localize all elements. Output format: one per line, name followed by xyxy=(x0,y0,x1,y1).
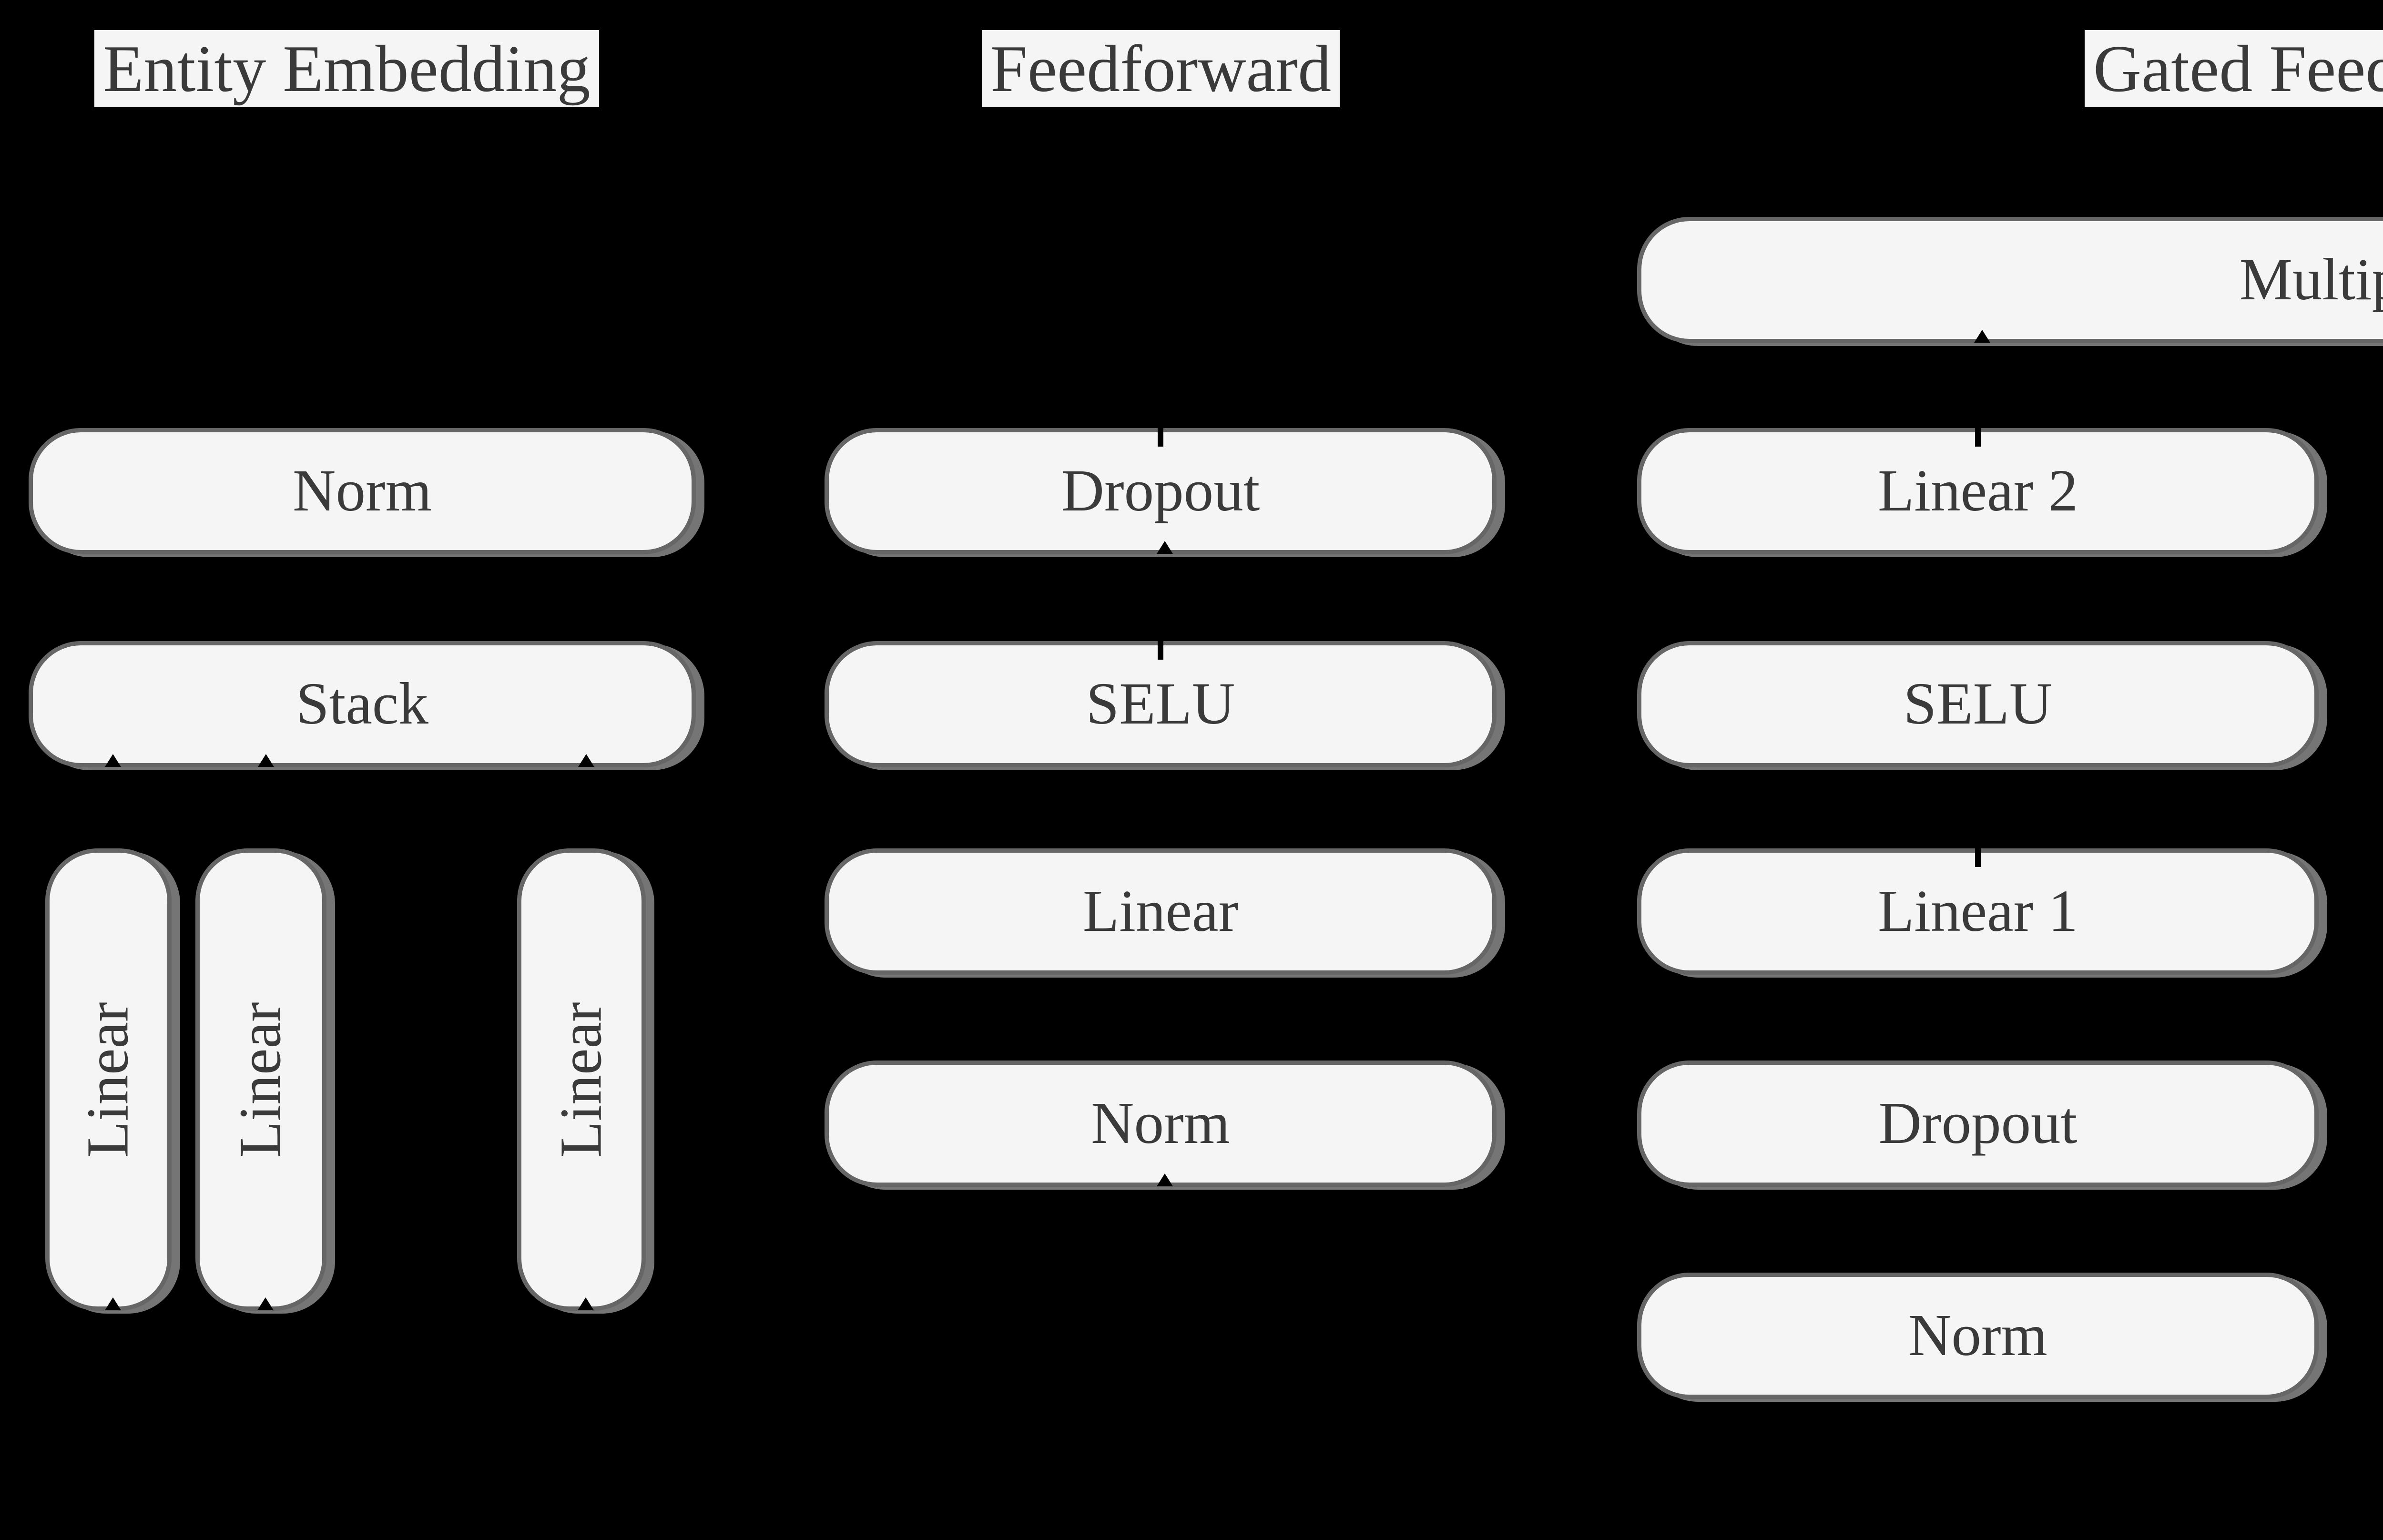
gated-feedforward-node-selu: SELU xyxy=(1637,641,2319,767)
connector-line xyxy=(1159,1187,1162,1540)
entity-embedding-node-norm-label: Norm xyxy=(293,458,432,524)
gated-feedforward-node-norm-label: Norm xyxy=(1908,1303,2047,1368)
entity-embedding-node-linear-a-label: Linear xyxy=(75,1001,142,1158)
gated-feedforward-node-linear-2-label: Linear 2 xyxy=(1878,458,2078,524)
connector-line xyxy=(107,1311,111,1540)
arrowhead-up-icon xyxy=(578,754,594,767)
connector-line xyxy=(1159,0,1162,428)
gated-feedforward-node-norm: Norm xyxy=(1637,1273,2319,1399)
gated-feedforward-node-dropout: Dropout xyxy=(1637,1061,2319,1187)
feedforward-node-selu: SELU xyxy=(825,639,1497,767)
gated-feedforward-node-linear-2: Linear 2 xyxy=(1637,426,2319,554)
gated-feedforward-node-selu-label: SELU xyxy=(1903,671,2053,737)
entity-embedding-title: Entity Embedding xyxy=(94,30,599,107)
connector-stub-icon xyxy=(1158,639,1163,660)
entity-embedding-node-linear-a: Linear xyxy=(45,848,172,1311)
connector-line xyxy=(1976,1187,1980,1273)
connector-line xyxy=(1976,343,1980,428)
feedforward-title: Feedforward xyxy=(982,30,1340,107)
arrowhead-up-icon xyxy=(257,754,274,767)
entity-embedding-node-linear-c: Linear xyxy=(517,848,646,1311)
connector-line xyxy=(2348,0,2352,217)
connector-stub-icon xyxy=(1158,426,1163,447)
arrowhead-up-icon xyxy=(1974,330,1990,343)
connector-line xyxy=(580,1311,583,1540)
feedforward-node-linear: Linear xyxy=(825,848,1497,975)
feedforward-node-linear-label: Linear xyxy=(1082,878,1239,944)
connector-line xyxy=(1159,975,1162,1061)
connector-stub-icon xyxy=(1975,426,1981,447)
feedforward-node-dropout-label: Dropout xyxy=(1061,458,1260,524)
connector-line xyxy=(361,0,364,428)
gated-feedforward-node-multiply: Multiply xyxy=(1637,217,2383,343)
connector-line xyxy=(1976,1399,1980,1540)
connector-line xyxy=(1976,554,1980,641)
arrowhead-up-icon xyxy=(578,1297,594,1310)
gated-feedforward-title: Gated Feedforward xyxy=(2085,30,2383,107)
connector-line xyxy=(260,1311,263,1540)
connector-stub-icon xyxy=(1975,846,1981,867)
connector-line xyxy=(1159,767,1162,848)
arrowhead-up-icon xyxy=(105,754,121,767)
arrowhead-up-icon xyxy=(1157,541,1173,554)
gated-feedforward-node-multiply-label: Multiply xyxy=(2239,247,2383,313)
connector-line xyxy=(260,767,263,848)
feedforward-node-dropout: Dropout xyxy=(825,426,1497,554)
connector-line xyxy=(580,767,583,848)
entity-embedding-node-linear-c-label: Linear xyxy=(548,1001,614,1158)
connector-line xyxy=(361,554,364,641)
feedforward-node-norm-label: Norm xyxy=(1091,1091,1230,1156)
feedforward-node-selu-label: SELU xyxy=(1086,671,1235,737)
connector-line xyxy=(1976,975,1980,1061)
connector-line xyxy=(1159,554,1162,641)
arrowhead-up-icon xyxy=(104,1297,121,1310)
entity-embedding-node-norm: Norm xyxy=(29,428,696,554)
entity-embedding-node-linear-b-label: Linear xyxy=(228,1001,294,1158)
gated-feedforward-node-linear-1-label: Linear 1 xyxy=(1878,878,2078,944)
connector-line xyxy=(107,767,111,848)
feedforward-node-norm: Norm xyxy=(825,1061,1497,1187)
entity-embedding-node-stack-label: Stack xyxy=(296,671,428,737)
gated-feedforward-node-dropout-label: Dropout xyxy=(1878,1091,2077,1156)
entity-embedding-node-linear-b: Linear xyxy=(195,848,326,1311)
arrowhead-up-icon xyxy=(1157,1173,1173,1186)
gated-feedforward-node-linear-1: Linear 1 xyxy=(1637,846,2319,975)
connector-line xyxy=(1976,767,1980,848)
arrowhead-up-icon xyxy=(257,1297,274,1310)
entity-embedding-node-stack: Stack xyxy=(29,641,696,767)
